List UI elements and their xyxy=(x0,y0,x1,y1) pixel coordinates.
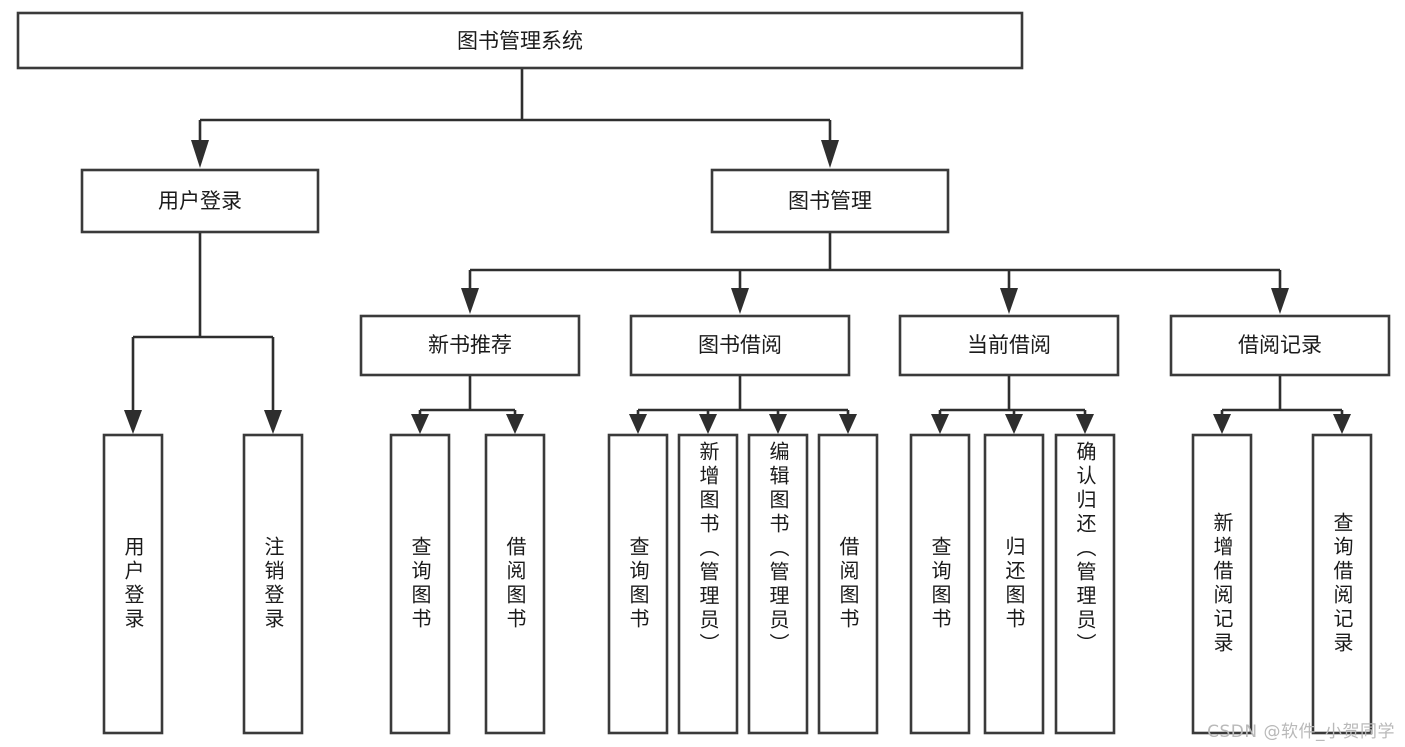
connector-current-borrow-to-leaves xyxy=(931,375,1094,434)
connector-book-borrow-to-leaves xyxy=(629,375,857,434)
node-root[interactable]: 图书管理系统 xyxy=(16,11,1024,70)
node-borrow-record-box[interactable] xyxy=(1169,314,1391,377)
leaf-box-cb-confirm-return[interactable] xyxy=(1054,433,1116,735)
node-book-borrow-label: 图书借阅 xyxy=(698,333,782,357)
arrow-head-borrow-record xyxy=(1271,288,1289,314)
leaf-box-bb-add-book[interactable] xyxy=(677,433,739,735)
node-book-manage-box[interactable] xyxy=(710,168,950,234)
connector-new-book-to-leaves xyxy=(411,375,524,434)
arrow-head-book-manage xyxy=(821,140,839,168)
arrow-head-leaf-bb-query xyxy=(629,414,647,434)
arrow-head-leaf-bb-borrow xyxy=(839,414,857,434)
node-root-box[interactable] xyxy=(16,11,1024,70)
leaf-boxes-book-borrow xyxy=(607,433,879,735)
node-current-borrow[interactable]: 当前借阅 xyxy=(898,314,1120,377)
leaf-box-bb-query-book[interactable] xyxy=(607,433,669,735)
node-new-book-box[interactable] xyxy=(359,314,581,377)
node-current-borrow-box[interactable] xyxy=(898,314,1120,377)
node-user-login-label: 用户登录 xyxy=(158,189,242,213)
arrow-head-leaf-bb-add xyxy=(699,414,717,434)
connector-user-login-to-leaves xyxy=(124,232,282,434)
node-root-label: 图书管理系统 xyxy=(457,29,583,53)
node-book-manage-label: 图书管理 xyxy=(788,189,872,213)
arrow-head-new-book xyxy=(461,288,479,314)
arrow-head-leaf-nb-borrow xyxy=(506,414,524,434)
node-user-login[interactable]: 用户登录 xyxy=(80,168,320,234)
node-book-borrow[interactable]: 图书借阅 xyxy=(629,314,851,377)
connector-root-to-level2 xyxy=(191,68,839,168)
node-book-manage[interactable]: 图书管理 xyxy=(710,168,950,234)
leaf-box-logout[interactable] xyxy=(242,433,304,735)
connector-book-manage-to-level3 xyxy=(461,232,1289,314)
leaf-boxes-borrow-record xyxy=(1191,433,1373,735)
node-new-book-label: 新书推荐 xyxy=(428,333,512,357)
arrow-head-leaf-cb-return xyxy=(1005,414,1023,434)
arrow-head-user-login xyxy=(191,140,209,168)
connector-borrow-record-to-leaves xyxy=(1213,375,1351,434)
arrow-head-leaf-bb-edit xyxy=(769,414,787,434)
arrow-head-leaf-cb-query xyxy=(931,414,949,434)
arrow-head-book-borrow xyxy=(731,288,749,314)
leaf-box-user-login[interactable] xyxy=(102,433,164,735)
arrow-head-current-borrow xyxy=(1000,288,1018,314)
leaf-boxes-user-login xyxy=(102,433,304,735)
node-book-borrow-box[interactable] xyxy=(629,314,851,377)
leaf-box-br-add-record[interactable] xyxy=(1191,433,1253,735)
leaf-box-nb-query-book[interactable] xyxy=(389,433,451,735)
node-current-borrow-label: 当前借阅 xyxy=(967,333,1051,357)
node-borrow-record-label: 借阅记录 xyxy=(1238,333,1322,357)
node-borrow-record[interactable]: 借阅记录 xyxy=(1169,314,1391,377)
arrow-head-leaf-br-query xyxy=(1333,414,1351,434)
arrow-head-leaf-nb-query xyxy=(411,414,429,434)
leaf-box-bb-borrow-book[interactable] xyxy=(817,433,879,735)
node-new-book[interactable]: 新书推荐 xyxy=(359,314,581,377)
leaf-box-bb-edit-book[interactable] xyxy=(747,433,809,735)
leaf-box-cb-query-book[interactable] xyxy=(909,433,971,735)
leaf-box-cb-return-book[interactable] xyxy=(983,433,1045,735)
node-user-login-box[interactable] xyxy=(80,168,320,234)
csdn-watermark: CSDN @软件_小贺同学 xyxy=(1207,722,1395,742)
leaf-box-nb-borrow-book[interactable] xyxy=(484,433,546,735)
arrow-head-leaf-user-login xyxy=(124,410,142,434)
leaf-boxes-current-borrow xyxy=(909,433,1116,735)
arrow-head-leaf-br-add xyxy=(1213,414,1231,434)
arrow-head-leaf-logout xyxy=(264,410,282,434)
leaf-box-br-query-record[interactable] xyxy=(1311,433,1373,735)
arrow-head-leaf-cb-confirm xyxy=(1076,414,1094,434)
leaf-boxes-new-book xyxy=(389,433,546,735)
